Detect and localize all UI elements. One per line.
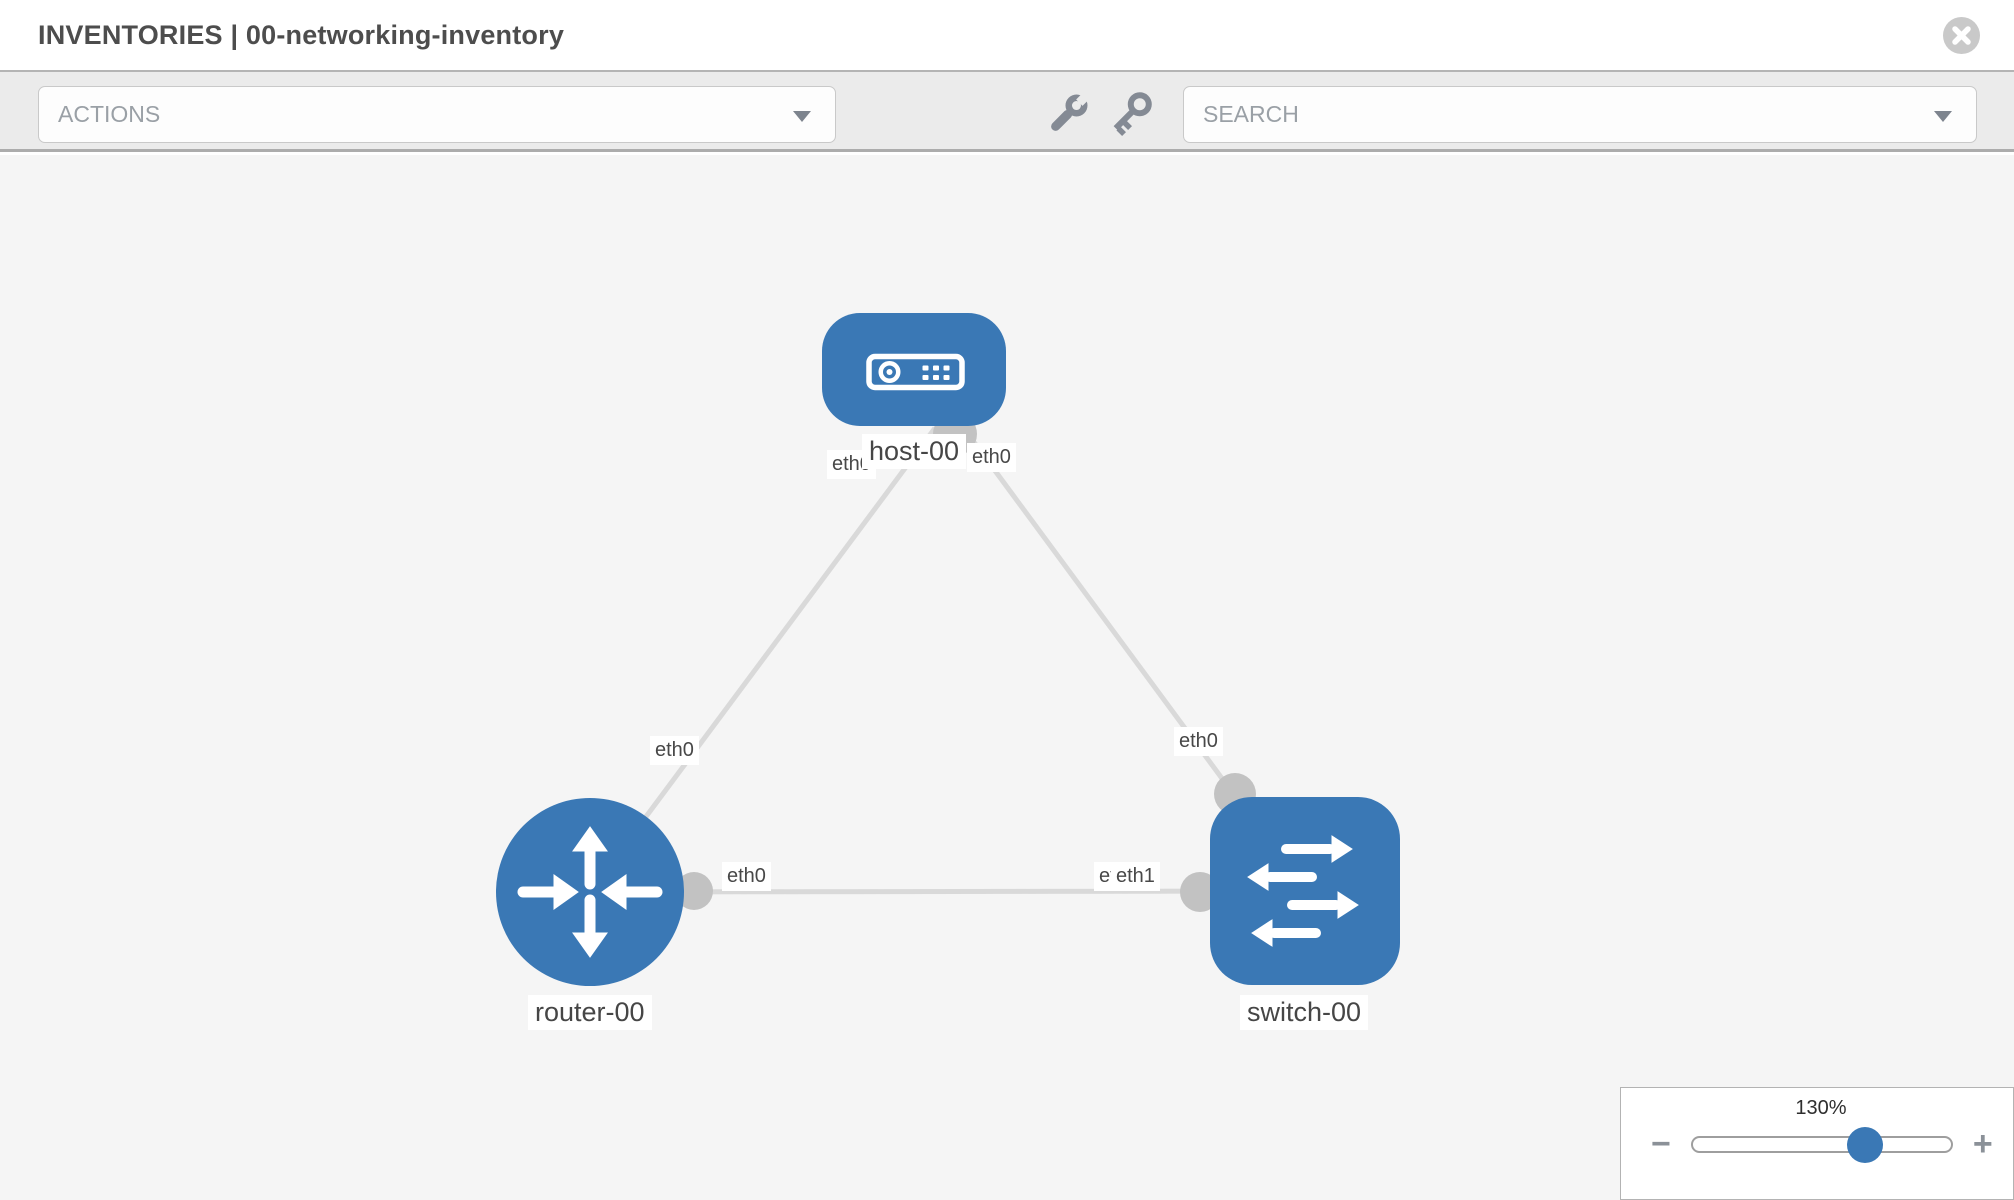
zoom-control-panel: 130% − + (1620, 1087, 2014, 1200)
page-title: INVENTORIES | 00-networking-inventory (38, 20, 565, 50)
zoom-out-button[interactable]: − (1651, 1125, 1671, 1163)
actions-dropdown[interactable]: ACTIONS (38, 86, 836, 143)
interface-label: eth0 (827, 450, 876, 479)
chevron-down-icon (793, 111, 811, 122)
node-label-switch: switch-00 (1240, 995, 1369, 1030)
interface-dot-router (675, 872, 713, 910)
tools-button[interactable] (1046, 72, 1091, 154)
topology-canvas[interactable]: eth0 eth0 eth0 eth0 eth0 eth0 eth1 host-… (0, 155, 2014, 1200)
header-bar: INVENTORIES | 00-networking-inventory (0, 0, 2014, 70)
zoom-slider-thumb[interactable] (1846, 1126, 1883, 1163)
interface-label: eth1 (1111, 862, 1160, 891)
node-label-host: host-00 (862, 434, 967, 469)
interface-label: eth0 (1174, 727, 1223, 756)
zoom-percent-value: 130% (1795, 1097, 1847, 1119)
node-router-00[interactable] (496, 798, 684, 986)
node-host-00[interactable] (822, 313, 1006, 426)
router-icon (517, 826, 663, 958)
close-icon (1952, 26, 1971, 45)
host-icon (866, 353, 965, 391)
zoom-slider-track[interactable] (1690, 1126, 1953, 1163)
switch-icon (1247, 835, 1359, 947)
key-icon (1113, 92, 1152, 137)
node-switch-00[interactable] (1210, 797, 1400, 985)
close-button[interactable] (1943, 17, 1980, 54)
toolbar: ACTIONS (0, 70, 2014, 152)
chevron-down-icon (1934, 111, 1952, 122)
search-dropdown[interactable]: SEARCH (1183, 86, 1977, 143)
credentials-button[interactable] (1111, 72, 1155, 154)
interface-label: eth0 (650, 736, 699, 765)
topology-graph (496, 313, 1400, 986)
node-label-router: router-00 (528, 995, 652, 1030)
interface-label: eth0 (967, 443, 1016, 472)
zoom-in-button[interactable]: + (1972, 1125, 1993, 1163)
wrench-icon (1051, 91, 1091, 131)
interface-label: eth0 (722, 862, 771, 891)
search-placeholder: SEARCH (1203, 101, 1299, 127)
link-router-host[interactable] (587, 426, 938, 894)
actions-dropdown-label: ACTIONS (58, 101, 161, 127)
